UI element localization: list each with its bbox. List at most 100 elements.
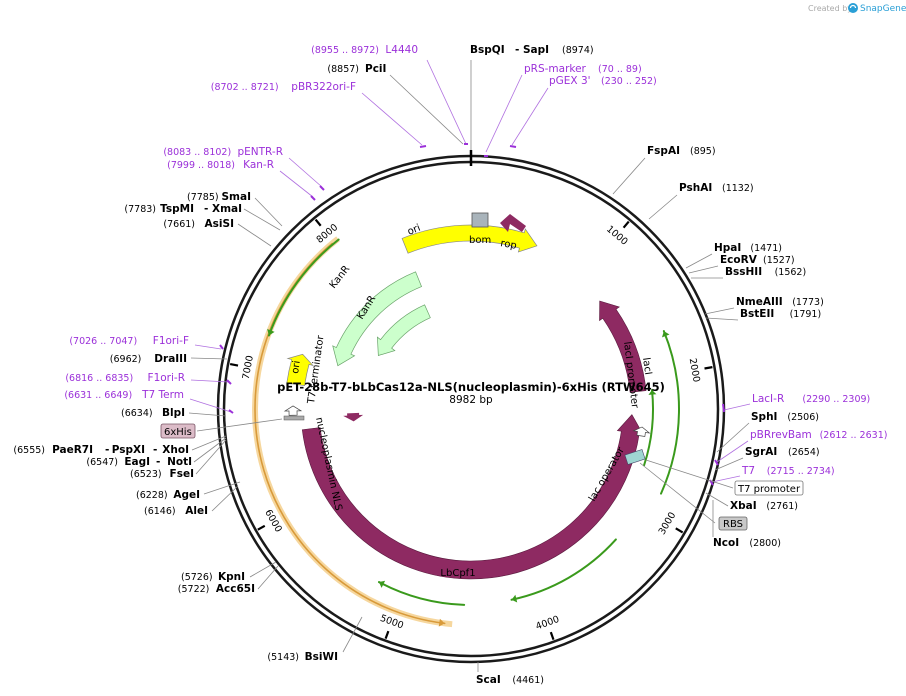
enzyme-pos-pci: (8857) (327, 64, 359, 75)
leader-ecorv (688, 265, 719, 274)
enzyme-pos-bsiwi-15: (5143) (267, 652, 299, 663)
tick-4000 (549, 631, 555, 641)
lbcpf1-feature (301, 414, 644, 580)
leader-alei (211, 485, 239, 512)
ori-label: ori (406, 223, 422, 238)
enzyme-separator-3: - (153, 444, 157, 456)
enzyme-name-eagi: EagI (124, 456, 150, 468)
enzyme-name-bsteii-9: BstEII (740, 308, 774, 320)
enzyme-name-nmeaiii-8: NmeAIII (736, 296, 783, 308)
enzyme-name-ncoi-13: NcoI (713, 537, 739, 549)
enzyme-pos-blpi-26: (6634) (121, 408, 153, 419)
bom-label: bom (469, 235, 491, 246)
primer-name-laci-r-6: LacI-R (752, 393, 784, 405)
primer-mark-kan-r (310, 195, 316, 201)
enzyme-name-ecorv-6: EcoRV (720, 254, 758, 266)
enzyme-pos-nmeaiii-8: (1773) (792, 297, 824, 308)
leader-hpai (685, 253, 713, 269)
orf-green-bottom-left (377, 581, 466, 606)
tick-1000 (622, 220, 630, 229)
primer-name-f1ori-r-10: F1ori-R (148, 372, 185, 384)
enzyme-name-pshai-4: PshAI (679, 182, 712, 194)
leader-pbrrevbam (716, 440, 749, 463)
primer-name-t7term-11: T7 Term (141, 389, 184, 401)
watermark-created-by: Created by (808, 4, 852, 13)
leader-rbs (639, 462, 716, 524)
enzyme-pos-kpni-16: (5726) (181, 572, 213, 583)
primer-pos-l4440-0: (8955 .. 8972) (311, 45, 379, 56)
enzyme-name-xmai: XmaI (212, 203, 242, 215)
leader-xhoi (191, 435, 227, 451)
laci-feature (599, 300, 647, 393)
enzyme-name-scai-14: ScaI (476, 674, 501, 686)
primer-name-l4440-0: L4440 (385, 44, 418, 56)
kanr-outer-feature (332, 271, 423, 367)
leader-agei (203, 481, 241, 495)
promoter-block (624, 449, 646, 465)
orf-green-left-head (267, 328, 275, 336)
plasmid-length: 8982 bp (449, 394, 493, 406)
orf-green-right (660, 330, 680, 495)
orf-green-bottom-left-head (378, 580, 386, 588)
enzyme-pos-sapi: (8974) (562, 45, 594, 56)
primer-mark-f1ori-f (219, 344, 224, 350)
tick-label-7000: 7000 (241, 355, 256, 381)
orf-green-left (267, 238, 340, 337)
enzyme-name-pci: PciI (365, 63, 386, 75)
primer-name-pbr322-1: pBR322ori-F (291, 81, 356, 93)
leader-laci-r (723, 403, 751, 411)
enzyme-name-fspai-3: FspAI (647, 145, 680, 157)
t7-terminator-label: T7 terminator (306, 334, 327, 406)
primer-name-pbrrevbam-7: pBRrevBam (750, 429, 812, 441)
t7-terminator-arrow (283, 405, 303, 416)
orf-green-right-head (661, 331, 670, 338)
enzyme-pos-paer7i: (6555) (13, 445, 45, 456)
rop-label: rop (499, 238, 517, 252)
enzyme-pos-sgrai-11: (2654) (788, 447, 820, 458)
leader-l4440 (426, 59, 467, 145)
tick-label-1000: 1000 (604, 224, 630, 248)
tick-8000 (314, 218, 322, 227)
laci-label: lacI (640, 357, 653, 376)
enzyme-name-kpni-16: KpnI (218, 571, 245, 583)
enzyme-name-fsei-20: FseI (170, 468, 194, 480)
enzyme-pos-asisi-28: (7661) (163, 219, 195, 230)
primer-pos-f1ori-f-9: (7026 .. 7047) (69, 336, 137, 347)
primer-pos-prs: (70 .. 89) (598, 64, 642, 75)
enzyme-pos-agei-19: (6228) (136, 490, 168, 501)
enzyme-separator-4: - (105, 444, 109, 456)
enzyme-pos-hpai-5: (1471) (750, 243, 782, 254)
primer-pos-laci-r-6: (2290 .. 2309) (802, 394, 870, 405)
ori-feature (401, 224, 538, 254)
enzyme-name-noti: NotI (167, 456, 192, 468)
leader-sphi (716, 422, 750, 453)
leader-nmeaiii (704, 307, 735, 315)
leader-fspai (612, 157, 646, 195)
leader-asisi (237, 223, 272, 247)
primer-mark-pgex (509, 145, 517, 148)
leader-xbai (705, 492, 729, 507)
primer-pos-pbr322-1: (8702 .. 8721) (211, 82, 279, 93)
tick-label-2000: 2000 (687, 357, 702, 383)
his-tag-stripe (283, 415, 305, 421)
primer-name-kan-r-5: Kan-R (243, 159, 274, 171)
primer-name-f1ori-f-9: F1ori-F (153, 335, 189, 347)
leader-pentr-r (288, 157, 323, 188)
t7-promoter-label: T7 promoter (737, 484, 801, 495)
laci-promoter-arrow (632, 426, 651, 437)
leader-prs (485, 74, 523, 153)
tick-3000 (675, 527, 684, 534)
enzyme-name-draiii-27: DraIII (154, 353, 187, 365)
orf-green-right-inner (643, 388, 654, 467)
f1ori-feature (286, 353, 314, 387)
enzyme-name-sapi: SapI (523, 44, 549, 56)
leader-smai (254, 197, 283, 227)
enzyme-separator-5: - (204, 203, 208, 215)
lbcpf1-label: LbCpf1 (440, 568, 475, 579)
leader-acc65i (257, 565, 279, 590)
enzyme-pos-alei-18: (6146) (144, 506, 176, 517)
enzyme-pos-bsteii-9: (1791) (790, 309, 822, 320)
primer-pos-pgex: (230 .. 252) (601, 76, 657, 87)
enzyme-pos-tspmi: (7783) (124, 204, 156, 215)
